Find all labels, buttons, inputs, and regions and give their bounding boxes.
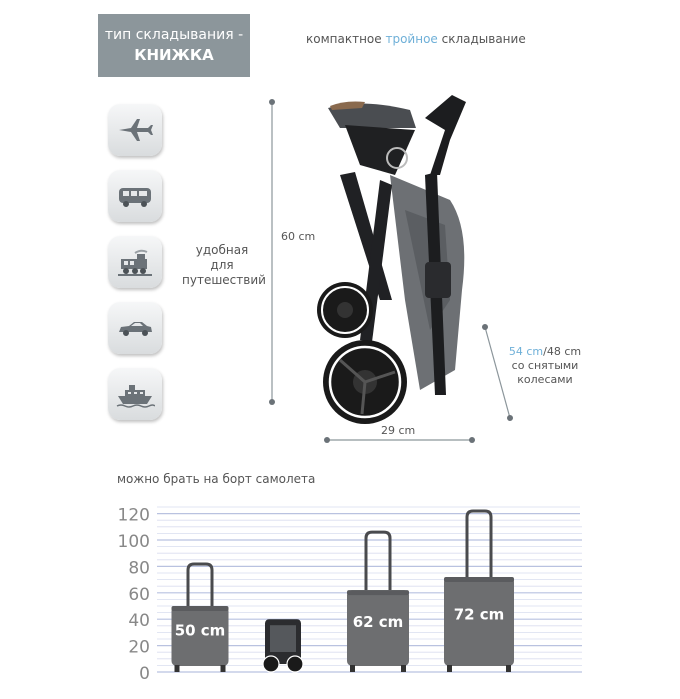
stroller-fabric <box>270 625 296 652</box>
suitcase-size-label: 50 cm <box>175 622 226 640</box>
stroller-wheel <box>286 655 304 673</box>
suitcase-wheel <box>174 665 180 672</box>
car-icon <box>119 322 152 336</box>
suitcase-top <box>347 590 409 596</box>
depth-dimension-label: 54 cm/48 cm со снятыми колесами <box>503 345 587 387</box>
ship-icon-button <box>108 368 162 420</box>
train-icon-button <box>108 236 162 288</box>
headline-part1: компактное <box>306 32 386 46</box>
y-tick-label: 0 <box>139 664 150 684</box>
y-tick-label: 40 <box>128 611 150 631</box>
suitcase-size-label: 62 cm <box>353 613 404 631</box>
airplane-icon-button <box>108 104 162 156</box>
suitcase-wheel <box>506 665 511 672</box>
headline-part2: складывание <box>437 32 526 46</box>
travel-text-line3: путешествий <box>182 273 266 287</box>
travel-text-line1: удобная <box>195 243 249 257</box>
suitcase-wheel <box>350 665 355 672</box>
airplane-icon <box>119 119 153 141</box>
suitcase-handle <box>364 530 392 591</box>
width-dimension-label: 29 cm <box>381 424 416 437</box>
suitcase-bar <box>444 576 514 666</box>
y-tick-label: 20 <box>128 638 150 658</box>
depth-alt: /48 cm <box>543 345 582 358</box>
bus-icon-button <box>108 170 162 222</box>
y-tick-label: 80 <box>128 558 150 578</box>
suitcase-handle <box>465 509 493 577</box>
chart-title: можно брать на борт самолета <box>117 472 316 486</box>
y-tick-label: 60 <box>128 585 150 605</box>
travel-friendly-text: удобная для путешествий <box>182 243 266 288</box>
bus-icon <box>119 188 151 207</box>
height-dimension-label: 60 cm <box>281 230 316 243</box>
suitcase-wheel <box>220 665 226 672</box>
suitcase-size-label: 72 cm <box>454 606 505 624</box>
car-icon-button <box>108 302 162 354</box>
fold-type-line2: КНИЖКА <box>134 46 214 64</box>
suitcase-top <box>171 606 229 611</box>
depth-note-line1: со снятыми <box>511 359 579 372</box>
depth-note-line2: колесами <box>517 373 573 386</box>
y-tick-label: 120 <box>118 506 150 526</box>
ship-icon <box>116 385 155 408</box>
suitcase-handle <box>186 562 214 606</box>
fold-type-line1: тип складывания - <box>104 27 244 43</box>
y-tick-label: 100 <box>118 532 150 552</box>
headline-highlight: тройное <box>385 32 438 46</box>
train-icon <box>118 249 152 276</box>
suitcase-top <box>444 576 514 582</box>
fold-type-badge: тип складывания - КНИЖКА <box>98 14 250 77</box>
stroller-wheel <box>262 655 280 673</box>
travel-text-line2: для <box>210 258 234 272</box>
fold-headline: компактное тройное складывание <box>306 32 526 46</box>
depth-main: 54 cm <box>508 345 544 358</box>
suitcase-bar <box>171 606 229 666</box>
suitcase-wheel <box>401 665 406 672</box>
suitcase-wheel <box>447 665 452 672</box>
suitcase-bar <box>347 590 409 666</box>
